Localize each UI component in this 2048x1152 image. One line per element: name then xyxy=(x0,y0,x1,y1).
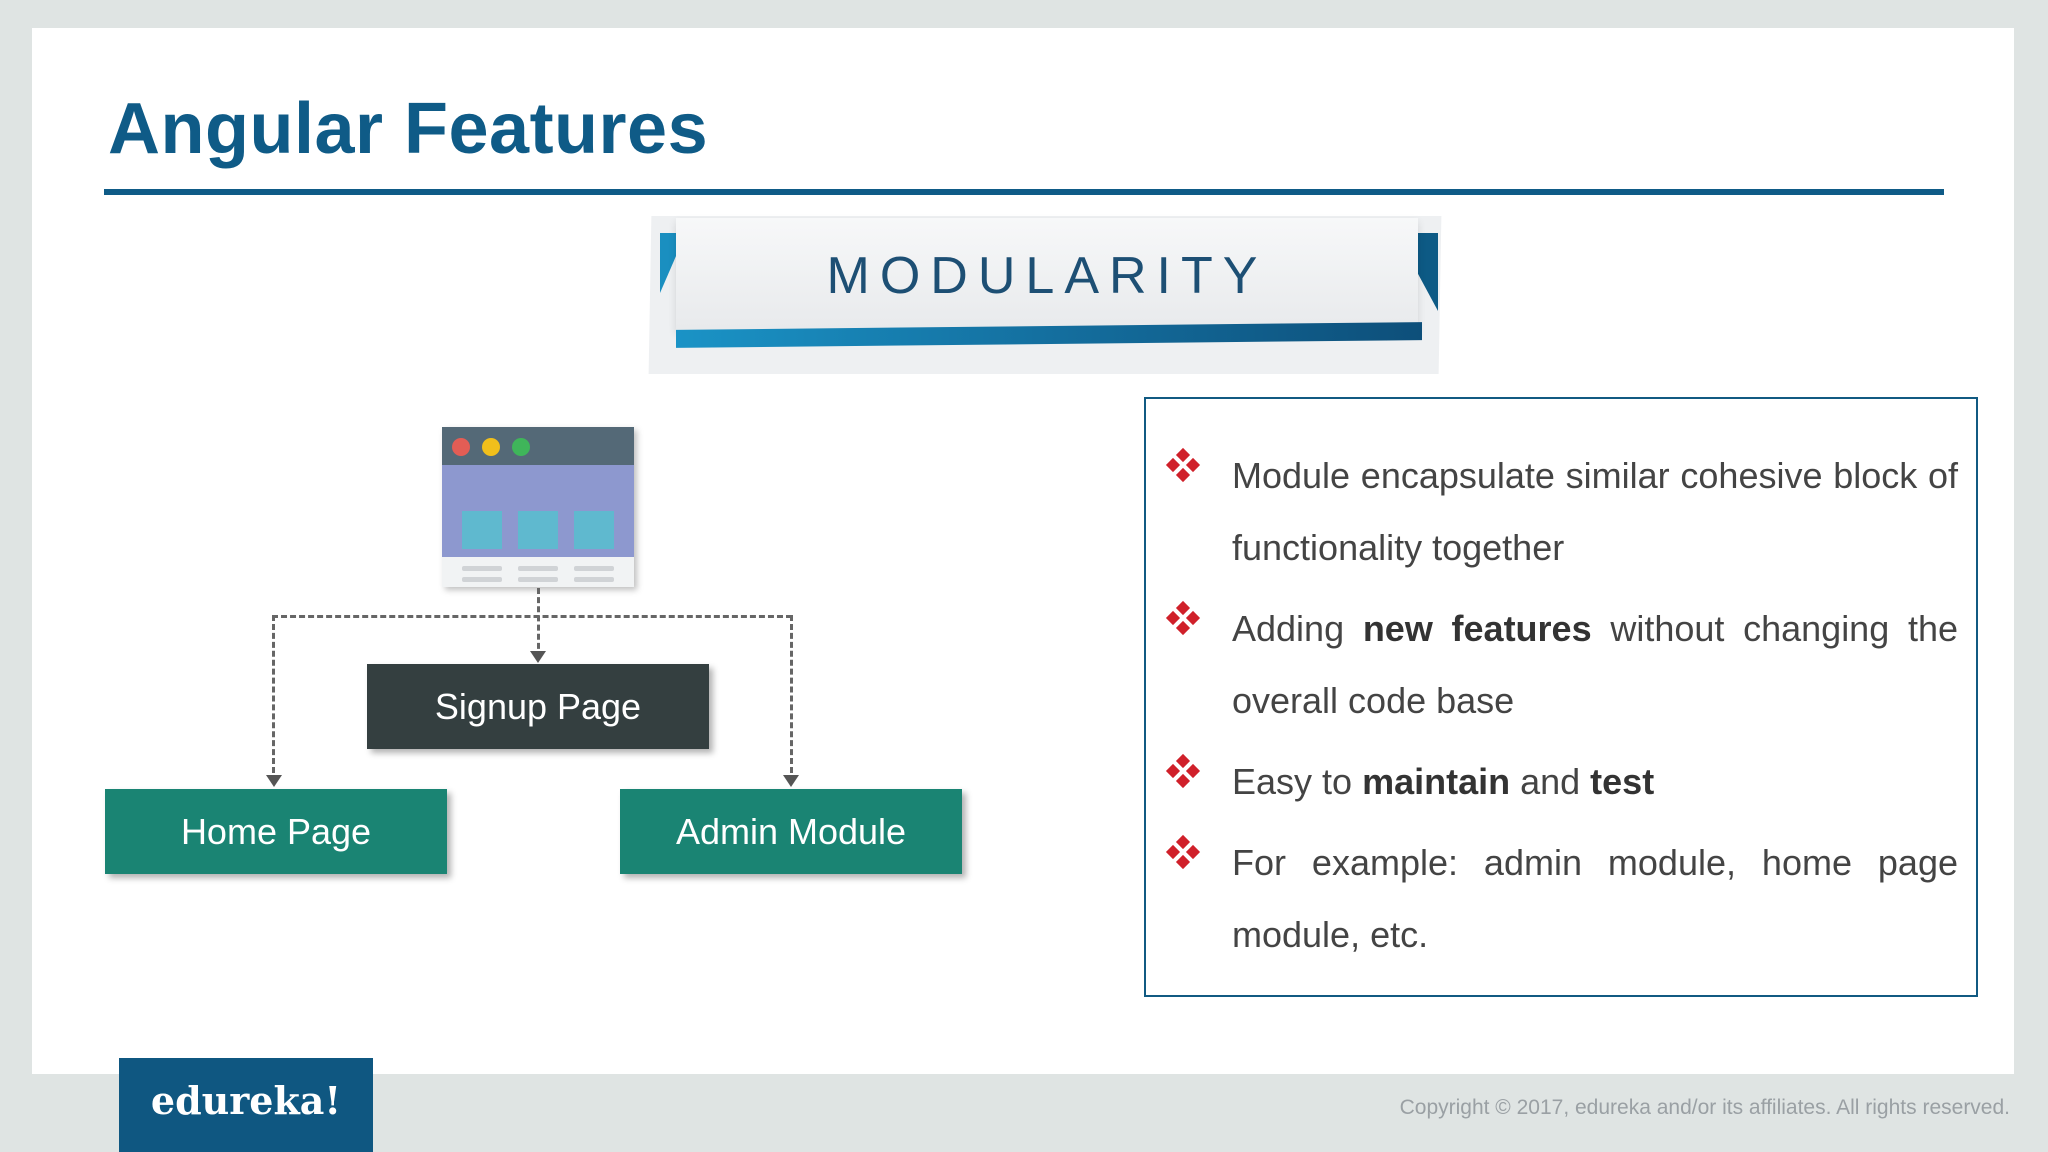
title-underline xyxy=(104,189,1944,195)
edureka-logo: edureka! xyxy=(150,1078,342,1123)
admin-module-node: Admin Module xyxy=(620,789,962,874)
bullet-3-text: Easy to xyxy=(1232,761,1363,802)
diamond-bullet-icon xyxy=(1165,600,1201,636)
slide-title: Angular Features xyxy=(108,89,709,169)
bullet-text: Easy to maintain and test xyxy=(1232,746,1958,818)
diamond-bullet-icon xyxy=(1165,834,1201,870)
bullet-4-text: For example: admin module, home page mod… xyxy=(1232,842,1958,955)
banner-label: MODULARITY xyxy=(826,247,1268,305)
arrow-down-icon xyxy=(266,775,282,787)
yellow-dot-icon xyxy=(482,438,500,456)
diamond-bullet-icon xyxy=(1165,753,1201,789)
browser-text-line xyxy=(518,566,558,571)
bullet-2-bold: new features xyxy=(1362,608,1592,649)
green-dot-icon xyxy=(512,438,530,456)
bullet-3-bold-1: maintain xyxy=(1362,761,1511,802)
connector-admin xyxy=(790,615,793,773)
copyright-notice: Copyright © 2017, edureka and/or its aff… xyxy=(1399,1096,2010,1119)
browser-tile xyxy=(462,511,502,549)
browser-text-line xyxy=(462,577,502,582)
bullet-text: Adding new features without changing the… xyxy=(1232,593,1958,737)
browser-text-line xyxy=(574,566,614,571)
browser-tile xyxy=(574,511,614,549)
home-page-node: Home Page xyxy=(105,789,447,874)
bullet-1-text: Module encapsulate similar cohesive bloc… xyxy=(1232,455,1958,568)
browser-text-line xyxy=(462,566,502,571)
bullet-2-text: Adding xyxy=(1232,608,1363,649)
signup-page-node: Signup Page xyxy=(367,664,709,749)
connector-signup xyxy=(537,588,540,658)
bullet-3-text-mid: and xyxy=(1510,761,1591,802)
browser-window-icon xyxy=(442,427,634,587)
browser-text-line xyxy=(518,577,558,582)
bullet-3-bold-2: test xyxy=(1590,761,1655,802)
browser-text-line xyxy=(574,577,614,582)
connector-horizontal xyxy=(272,615,792,618)
red-dot-icon xyxy=(452,438,470,456)
bullet-text: For example: admin module, home page mod… xyxy=(1232,827,1958,971)
bullet-2-text-rest: without changing the overall code base xyxy=(1232,608,1958,721)
edureka-logo-box xyxy=(119,1058,373,1152)
browser-tile xyxy=(518,511,558,549)
modularity-banner xyxy=(676,218,1418,330)
diamond-bullet-icon xyxy=(1165,447,1201,483)
connector-home xyxy=(272,615,275,773)
features-panel xyxy=(1144,397,1978,997)
arrow-down-icon xyxy=(530,651,546,663)
bullet-text: Module encapsulate similar cohesive bloc… xyxy=(1232,440,1958,584)
arrow-down-icon xyxy=(783,775,799,787)
browser-title-bar xyxy=(442,427,634,465)
